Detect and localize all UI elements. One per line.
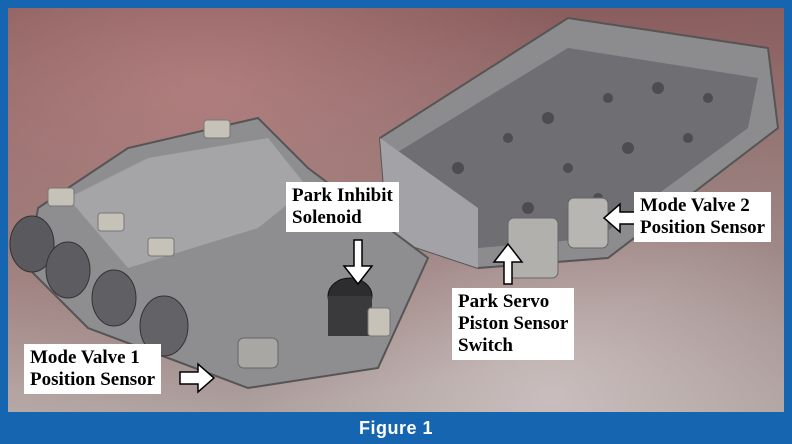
- right-valve-body-side: [380, 138, 478, 268]
- label-line: Solenoid: [292, 207, 362, 228]
- label-line: Mode Valve 2: [640, 195, 750, 216]
- label-line: Park Inhibit: [292, 185, 393, 206]
- right-valve-body-plate: [388, 48, 758, 248]
- valve-body-photo: Park Inhibit Solenoid Mode Valve 2 Posit…: [8, 8, 784, 412]
- solenoid-group: [9, 215, 189, 357]
- label-mode-valve-1-position-sensor: Mode Valve 1 Position Sensor: [24, 344, 162, 394]
- label-line: Switch: [458, 335, 513, 356]
- park-servo-connector: [507, 217, 559, 279]
- mode-valve-1-connector: [237, 337, 279, 369]
- label-line: Piston Sensor: [458, 313, 569, 334]
- arrow-park-inhibit: [342, 239, 374, 286]
- valve-body-illustration: [9, 16, 780, 394]
- label-park-inhibit-solenoid: Park Inhibit Solenoid: [286, 182, 399, 232]
- label-park-servo-piston-sensor-switch: Park Servo Piston Sensor Switch: [452, 288, 575, 360]
- label-line: Position Sensor: [30, 369, 156, 390]
- label-line: Park Servo: [458, 291, 550, 312]
- left-valve-body-top: [68, 138, 308, 268]
- arrow-park-servo: [492, 242, 524, 285]
- park-inhibit-solenoid-body: [328, 296, 372, 336]
- label-line: Mode Valve 1: [30, 347, 140, 368]
- arrow-mode-valve-1: [179, 362, 216, 394]
- label-line: Position Sensor: [640, 217, 766, 238]
- mode-valve-2-connector: [567, 197, 609, 249]
- figure-caption: Figure 1: [358, 417, 433, 438]
- label-mode-valve-2-position-sensor: Mode Valve 2 Position Sensor: [634, 192, 772, 242]
